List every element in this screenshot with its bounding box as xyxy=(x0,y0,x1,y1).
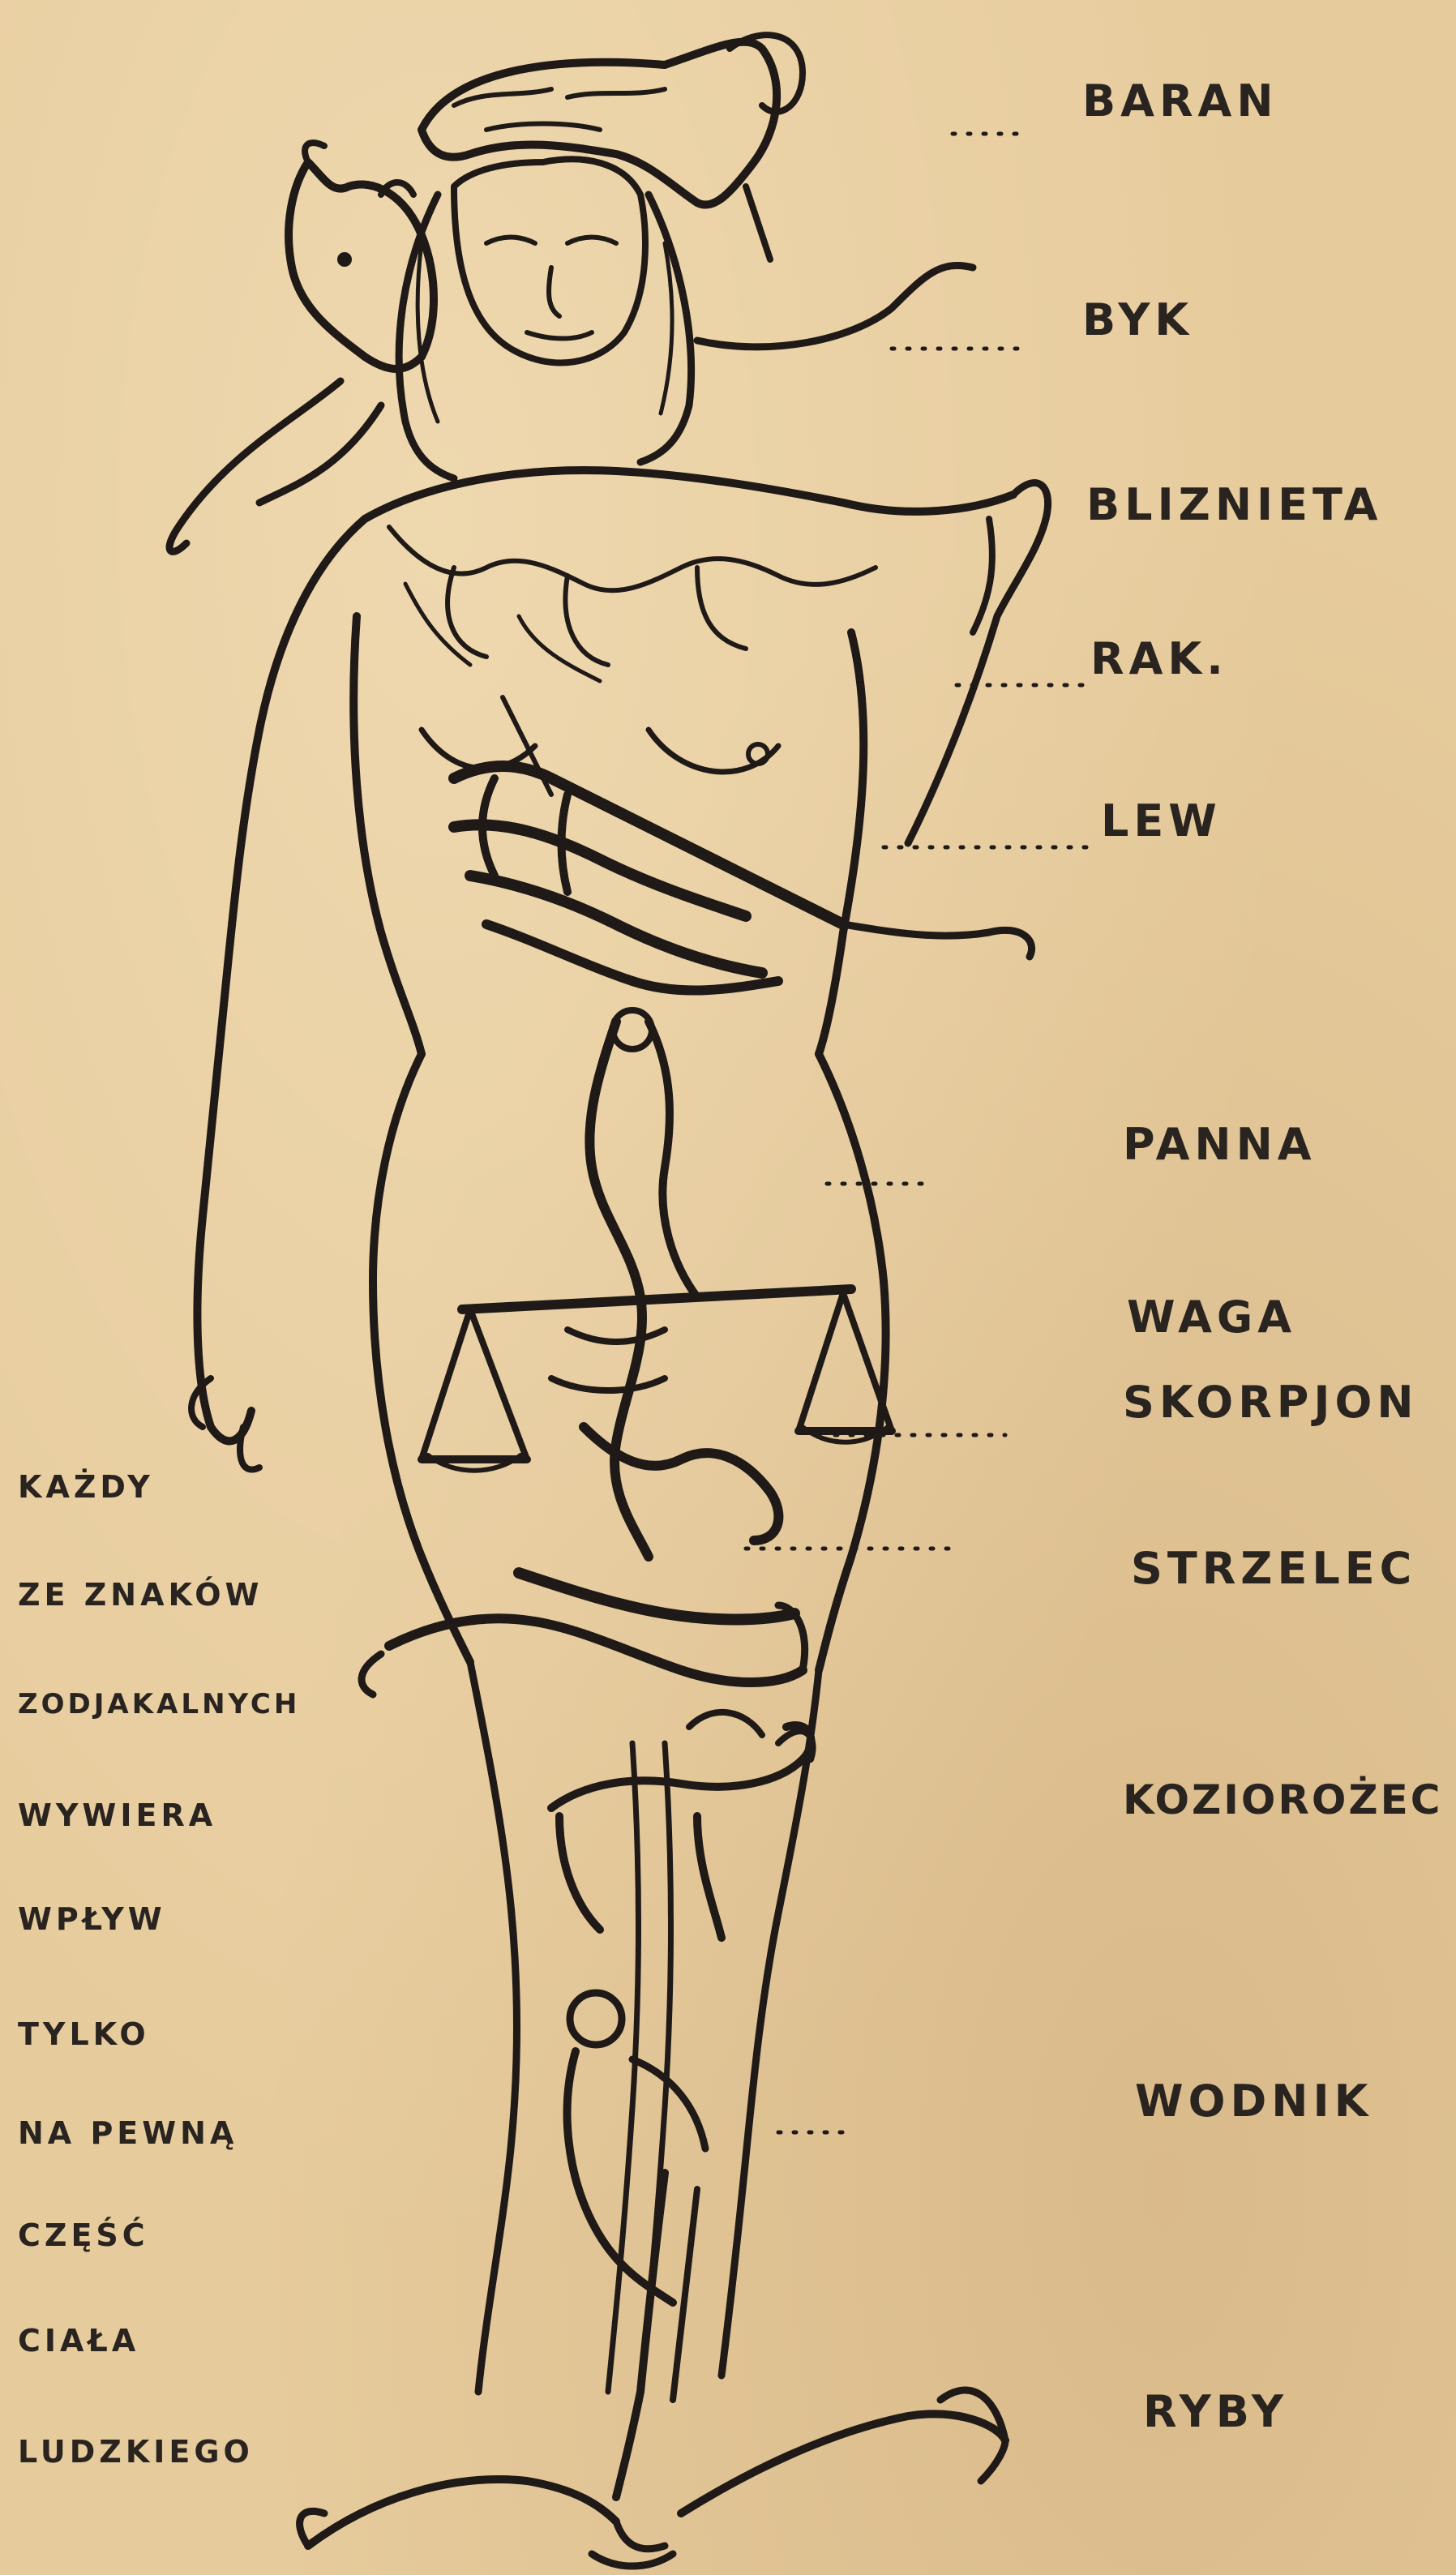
label-aries: BARAN xyxy=(1082,79,1278,123)
label-virgo: PANNA xyxy=(1123,1123,1317,1167)
label-leo: LEW xyxy=(1101,799,1222,843)
caption-line: NA PEWNĄ xyxy=(18,2118,238,2149)
label-scorpio: SKORPJON xyxy=(1123,1381,1419,1425)
label-gemini: BLIZNIETA xyxy=(1086,483,1382,527)
caption-line: ZE ZNAKÓW xyxy=(18,1579,263,1610)
caption-line: ZODJAKALNYCH xyxy=(18,1690,300,1718)
scorpio-sagittarius-figure xyxy=(362,1427,805,1695)
virgo-figure xyxy=(551,1010,697,1557)
ram-figure xyxy=(422,35,803,259)
caption-line: LUDZKIEGO xyxy=(18,2436,254,2467)
label-libra: WAGA xyxy=(1127,1296,1296,1339)
capricorn-figure xyxy=(551,1712,813,1938)
caption-line: TYLKO xyxy=(18,2019,150,2050)
lion-figure xyxy=(454,766,1032,991)
pisces-figure xyxy=(300,2390,1005,2566)
label-cancer: RAK. xyxy=(1090,637,1228,681)
label-sagittarius: STRZELEC xyxy=(1131,1547,1416,1591)
caption-line: CIAŁA xyxy=(18,2325,139,2356)
bull-figure xyxy=(169,143,434,551)
torso xyxy=(353,616,863,1054)
gemini-figure xyxy=(389,527,876,681)
caption-line: WYWIERA xyxy=(18,1800,216,1831)
label-taurus: BYK xyxy=(1082,298,1193,342)
head xyxy=(399,159,691,478)
upper-body xyxy=(191,470,1048,1470)
caption-line: KAŻDY xyxy=(18,1472,154,1502)
caption-line: CZĘŚĆ xyxy=(18,2220,149,2251)
label-pisces: RYBY xyxy=(1143,2390,1288,2434)
caption-line: WPŁYW xyxy=(18,1904,166,1934)
label-aquarius: WODNIK xyxy=(1135,2080,1372,2123)
label-capricorn: KOZIOROŻEC xyxy=(1123,1780,1442,1820)
